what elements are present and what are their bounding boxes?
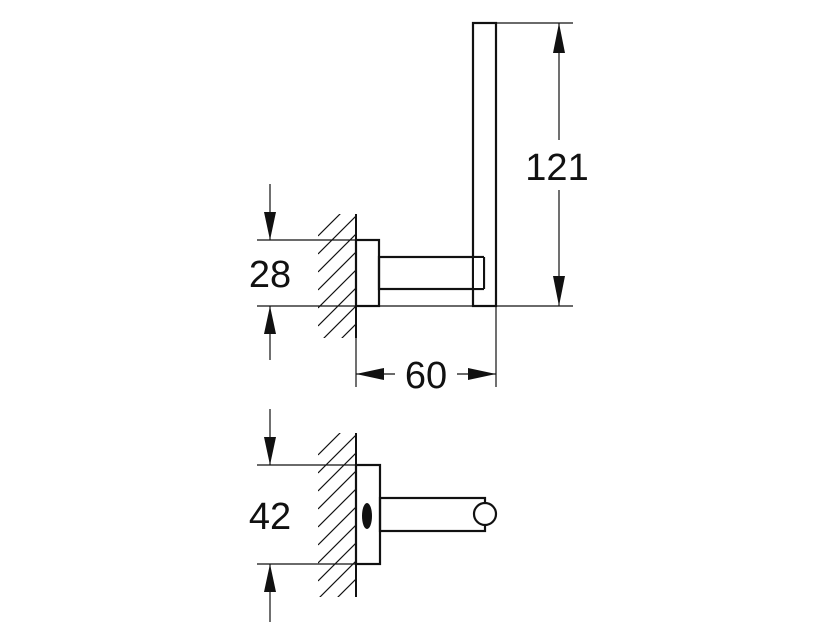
side-view: 121 28 60 xyxy=(249,21,589,397)
dimension-label-121: 121 xyxy=(525,147,588,189)
top-view: 42 xyxy=(249,409,498,622)
holder-arm-top xyxy=(378,496,487,533)
dimension-121 xyxy=(496,22,573,307)
wall-flange-side xyxy=(354,238,381,308)
holder-arm-side xyxy=(377,255,486,291)
holder-bar-section xyxy=(472,501,498,527)
dimension-42 xyxy=(257,409,356,622)
dimension-label-28: 28 xyxy=(249,254,291,296)
dimension-label-42: 42 xyxy=(249,496,291,538)
dimension-label-60: 60 xyxy=(405,355,447,397)
wall-hatching-top xyxy=(318,214,356,338)
dimension-60 xyxy=(355,306,497,387)
dimension-28 xyxy=(257,184,496,360)
wall-hatching-bottom xyxy=(318,433,356,597)
brand-logo-icon xyxy=(362,503,372,529)
